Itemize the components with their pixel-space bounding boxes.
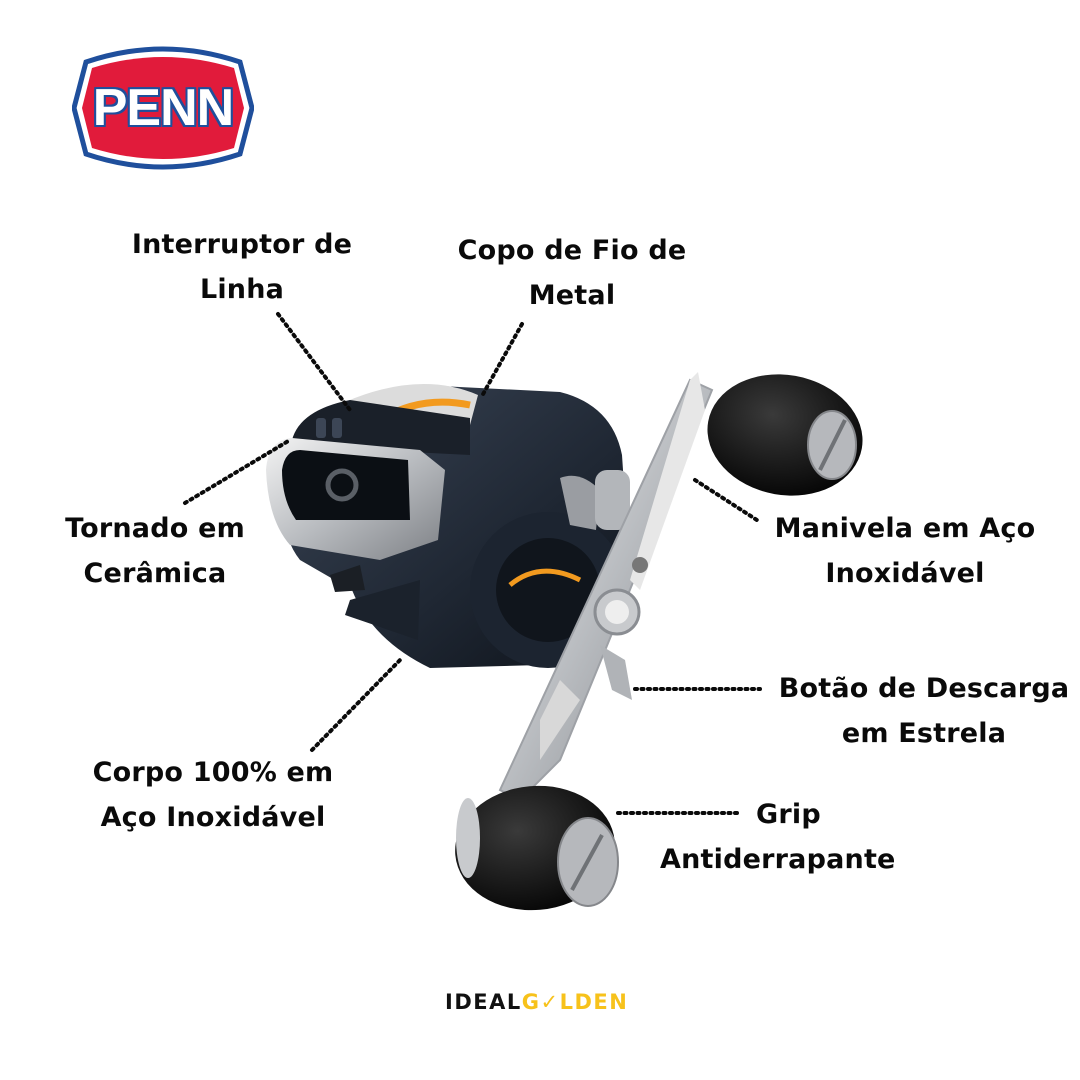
callout-grip: Grip Antiderrapante (660, 792, 925, 882)
callout-line: Tornado em (65, 513, 245, 544)
upper-knob (707, 374, 863, 496)
check-icon: ✓ (540, 990, 560, 1014)
callout-line: Cerâmica (83, 558, 227, 589)
callout-line: Grip (756, 799, 821, 830)
callout-line: em Estrela (841, 718, 1007, 749)
callout-line: Inoxidável (825, 558, 985, 589)
callout-stainless-handle: Manivela em Aço Inoxidável (760, 506, 1050, 596)
callout-star-drag: Botão de Descarga em Estrela (768, 666, 1080, 756)
penn-logo: PENN (71, 42, 255, 174)
lower-knob (455, 785, 619, 911)
reel-body (266, 384, 630, 668)
brand-ideal: IDEAL (445, 990, 522, 1014)
callout-line: Metal (528, 280, 616, 311)
callout-body: Corpo 100% em Aço Inoxidável (78, 750, 348, 840)
callout-line: Manivela em Aço (774, 513, 1036, 544)
penn-badge-shape (71, 46, 255, 170)
callout-ceramic-turned: Tornado em Cerâmica (40, 506, 270, 596)
callout-line: Antiderrapante (660, 844, 896, 875)
brand-golden-g: G (521, 990, 541, 1014)
callout-line: Copo de Fio de (457, 235, 687, 266)
callout-metal-wire-cup: Copo de Fio de Metal (442, 228, 702, 318)
callout-line: Linha (199, 274, 285, 305)
reel-handle (498, 372, 714, 802)
callout-line: Botão de Descarga (778, 673, 1070, 704)
callout-line: Interruptor de (131, 229, 353, 260)
leader-lines (183, 312, 762, 815)
penn-logo-text: PENN (92, 79, 234, 137)
brand-golden-rest: LDEN (559, 990, 629, 1014)
callout-line-switch: Interruptor de Linha (112, 222, 372, 312)
idealgolden-logo: IDEALG✓LDEN (445, 990, 628, 1014)
callout-line: Aço Inoxidável (100, 802, 326, 833)
callout-line: Corpo 100% em (92, 757, 334, 788)
